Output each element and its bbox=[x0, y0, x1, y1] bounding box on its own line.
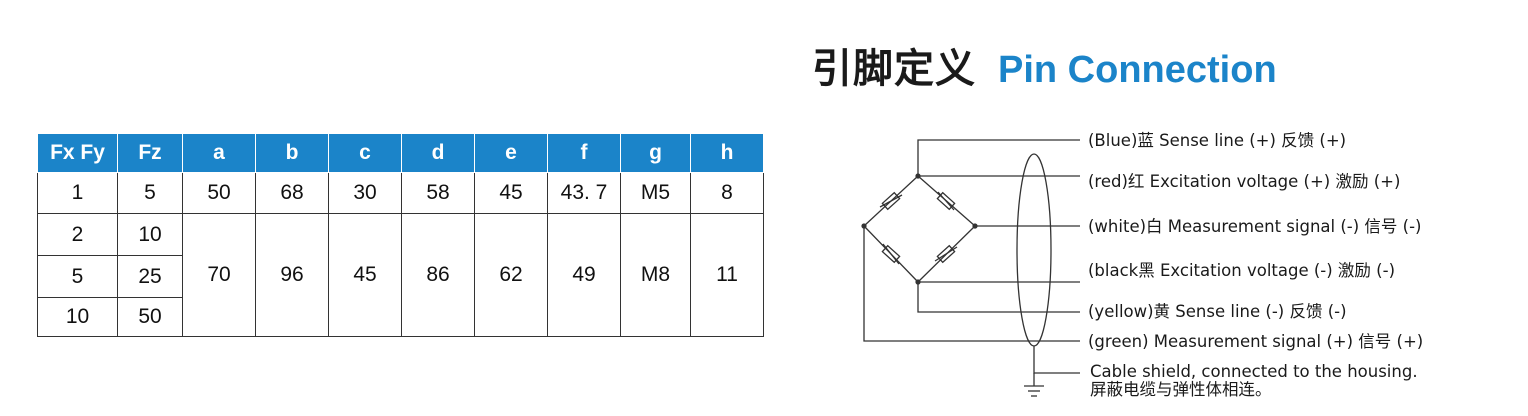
header-cell: h bbox=[690, 133, 764, 173]
table-cell-merged: 49 bbox=[547, 213, 621, 337]
header-cell: f bbox=[547, 133, 621, 173]
pin-label-black: (black黑 Excitation voltage (-) 激励 (-) bbox=[1088, 261, 1396, 280]
section-header: 引脚定义 Pin Connection bbox=[812, 36, 1277, 94]
dimensions-table: Fx Fy Fz a b c d e f g h 1 5 50 68 30 58… bbox=[37, 133, 764, 337]
header-cell: e bbox=[474, 133, 548, 173]
header-cell: c bbox=[328, 133, 402, 173]
table-cell: M5 bbox=[620, 172, 691, 214]
wire-shield bbox=[1033, 346, 1080, 374]
strain-gauge-icon bbox=[934, 244, 958, 264]
table-cell: 50 bbox=[182, 172, 256, 214]
table-cell-merged: 62 bbox=[474, 213, 548, 337]
cable-shield-icon bbox=[1016, 153, 1052, 347]
table-cell-merged: M8 bbox=[620, 213, 691, 337]
table-cell: 5 bbox=[117, 172, 183, 214]
wire-green bbox=[863, 226, 1080, 342]
table-cell-merged: 11 bbox=[690, 213, 764, 337]
table-cell-merged: 86 bbox=[401, 213, 475, 337]
table-row: 2 10 70 96 45 86 62 49 M8 11 bbox=[37, 213, 764, 337]
junction-dot bbox=[915, 279, 921, 285]
pin-label-green: (green) Measurement signal (+) 信号 (+) bbox=[1088, 332, 1424, 351]
table-cell: 43. 7 bbox=[547, 172, 621, 214]
table-cell: 68 bbox=[255, 172, 329, 214]
table-cell: 45 bbox=[474, 172, 548, 214]
junction-dot bbox=[861, 223, 867, 229]
table-cell: 50 bbox=[117, 297, 183, 337]
table-cell: 10 bbox=[37, 297, 118, 337]
pin-label-white: (white)白 Measurement signal (-) 信号 (-) bbox=[1088, 217, 1422, 236]
pin-label-red: (red)红 Excitation voltage (+) 激励 (+) bbox=[1088, 172, 1401, 191]
table-row: 1 5 50 68 30 58 45 43. 7 M5 8 bbox=[37, 172, 764, 214]
strain-gauge-icon bbox=[936, 191, 956, 211]
table-cell: 30 bbox=[328, 172, 402, 214]
wiring-diagram bbox=[861, 139, 1080, 397]
header-cell: g bbox=[620, 133, 691, 173]
strain-gauge-icon bbox=[879, 191, 903, 211]
table-cell-merged: 96 bbox=[255, 213, 329, 337]
shield-note-cn: 屏蔽电缆与弹性体相连。 bbox=[1090, 380, 1272, 399]
strain-gauge-icon bbox=[881, 243, 901, 265]
header-cell: a bbox=[182, 133, 256, 173]
ground-icon bbox=[1024, 385, 1044, 397]
wire-blue bbox=[917, 139, 1080, 176]
pin-label-blue: (Blue)蓝 Sense line (+) 反馈 (+) bbox=[1088, 131, 1347, 150]
table-cell: 8 bbox=[690, 172, 764, 214]
junction-dot bbox=[972, 223, 978, 229]
table-cell: 2 bbox=[37, 213, 118, 256]
header-cell: b bbox=[255, 133, 329, 173]
table-cell: 1 bbox=[37, 172, 118, 214]
title-english: Pin Connection bbox=[998, 49, 1277, 91]
table-cell-merged: 70 bbox=[182, 213, 256, 337]
table-cell-merged: 45 bbox=[328, 213, 402, 337]
header-cell: d bbox=[401, 133, 475, 173]
header-cell: Fz bbox=[117, 133, 183, 173]
table-header-row: Fx Fy Fz a b c d e f g h bbox=[37, 133, 764, 173]
pin-label-yellow: (yellow)黄 Sense line (-) 反馈 (-) bbox=[1088, 302, 1347, 321]
table-row: 10 50 bbox=[37, 297, 764, 337]
table-cell: 10 bbox=[117, 213, 183, 256]
shield-note-en: Cable shield, connected to the housing. bbox=[1090, 362, 1418, 381]
header-cell: Fx Fy bbox=[37, 133, 118, 173]
table-cell: 5 bbox=[37, 255, 118, 298]
title-chinese: 引脚定义 bbox=[812, 46, 976, 92]
shield-note: Cable shield, connected to the housing. … bbox=[1090, 363, 1418, 399]
table-cell: 58 bbox=[401, 172, 475, 214]
table-cell: 25 bbox=[117, 255, 183, 298]
table-row: 5 25 bbox=[37, 255, 764, 298]
wire-yellow bbox=[917, 282, 1080, 313]
junction-dot bbox=[915, 173, 921, 179]
